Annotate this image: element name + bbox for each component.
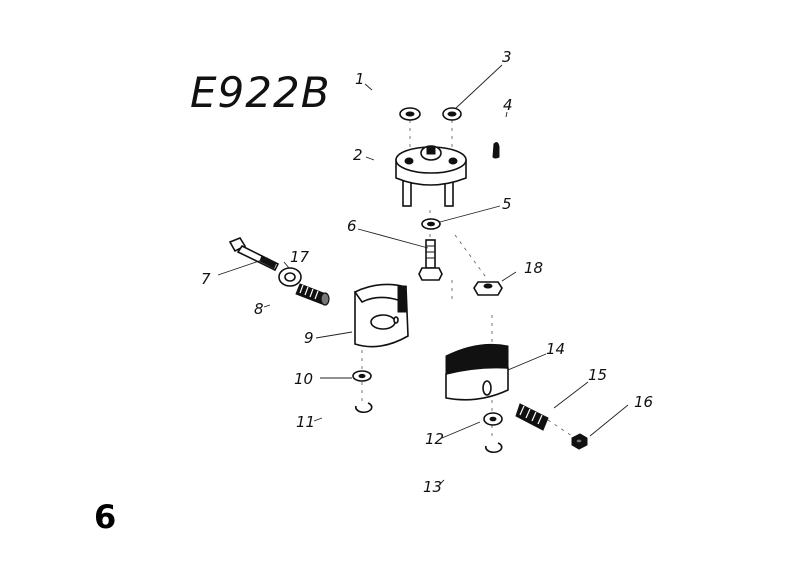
part-5-washer xyxy=(421,218,441,230)
callout-15: 15 xyxy=(588,366,607,384)
callout-10: 10 xyxy=(294,370,313,388)
callout-14: 14 xyxy=(546,340,565,358)
part-14-shoe-block xyxy=(445,343,509,401)
model-title: E922B xyxy=(190,68,331,117)
callout-11: 11 xyxy=(296,413,315,431)
part-16-nut xyxy=(571,433,588,450)
callout-18: 18 xyxy=(524,259,543,277)
callout-8: 8 xyxy=(254,300,264,318)
callout-9: 9 xyxy=(304,329,314,347)
callout-5: 5 xyxy=(502,195,512,213)
part-2-flange xyxy=(395,145,467,207)
callout-1: 1 xyxy=(355,70,365,88)
part-11-circlip xyxy=(354,402,373,414)
part-6-bolt xyxy=(418,239,443,281)
part-12-washer xyxy=(483,412,503,426)
leader-lines xyxy=(217,64,629,485)
callout-13: 13 xyxy=(423,478,442,496)
callout-3: 3 xyxy=(502,48,512,66)
callout-12: 12 xyxy=(425,430,444,448)
page-number: 6 xyxy=(94,498,117,536)
part-4-key xyxy=(492,142,500,159)
part-17-washer xyxy=(278,267,302,287)
callout-4: 4 xyxy=(503,96,513,114)
part-8-spring xyxy=(295,283,330,306)
callout-7: 7 xyxy=(201,270,211,288)
part-15-spring xyxy=(515,403,549,431)
part-18-nut xyxy=(473,281,503,296)
part-9-clamp-block xyxy=(353,283,409,348)
callout-17: 17 xyxy=(290,248,310,266)
part-3-washer xyxy=(442,107,462,121)
callout-2: 2 xyxy=(353,146,363,164)
callout-6: 6 xyxy=(347,217,357,235)
part-10-washer xyxy=(352,370,372,382)
part-13-circlip xyxy=(484,442,503,454)
callout-labels: 1 3 4 2 5 6 17 18 7 8 9 14 10 15 16 11 1… xyxy=(201,48,653,496)
part-7-long-bolt xyxy=(228,237,280,272)
part-1-washer xyxy=(399,107,421,121)
callout-16: 16 xyxy=(634,393,653,411)
